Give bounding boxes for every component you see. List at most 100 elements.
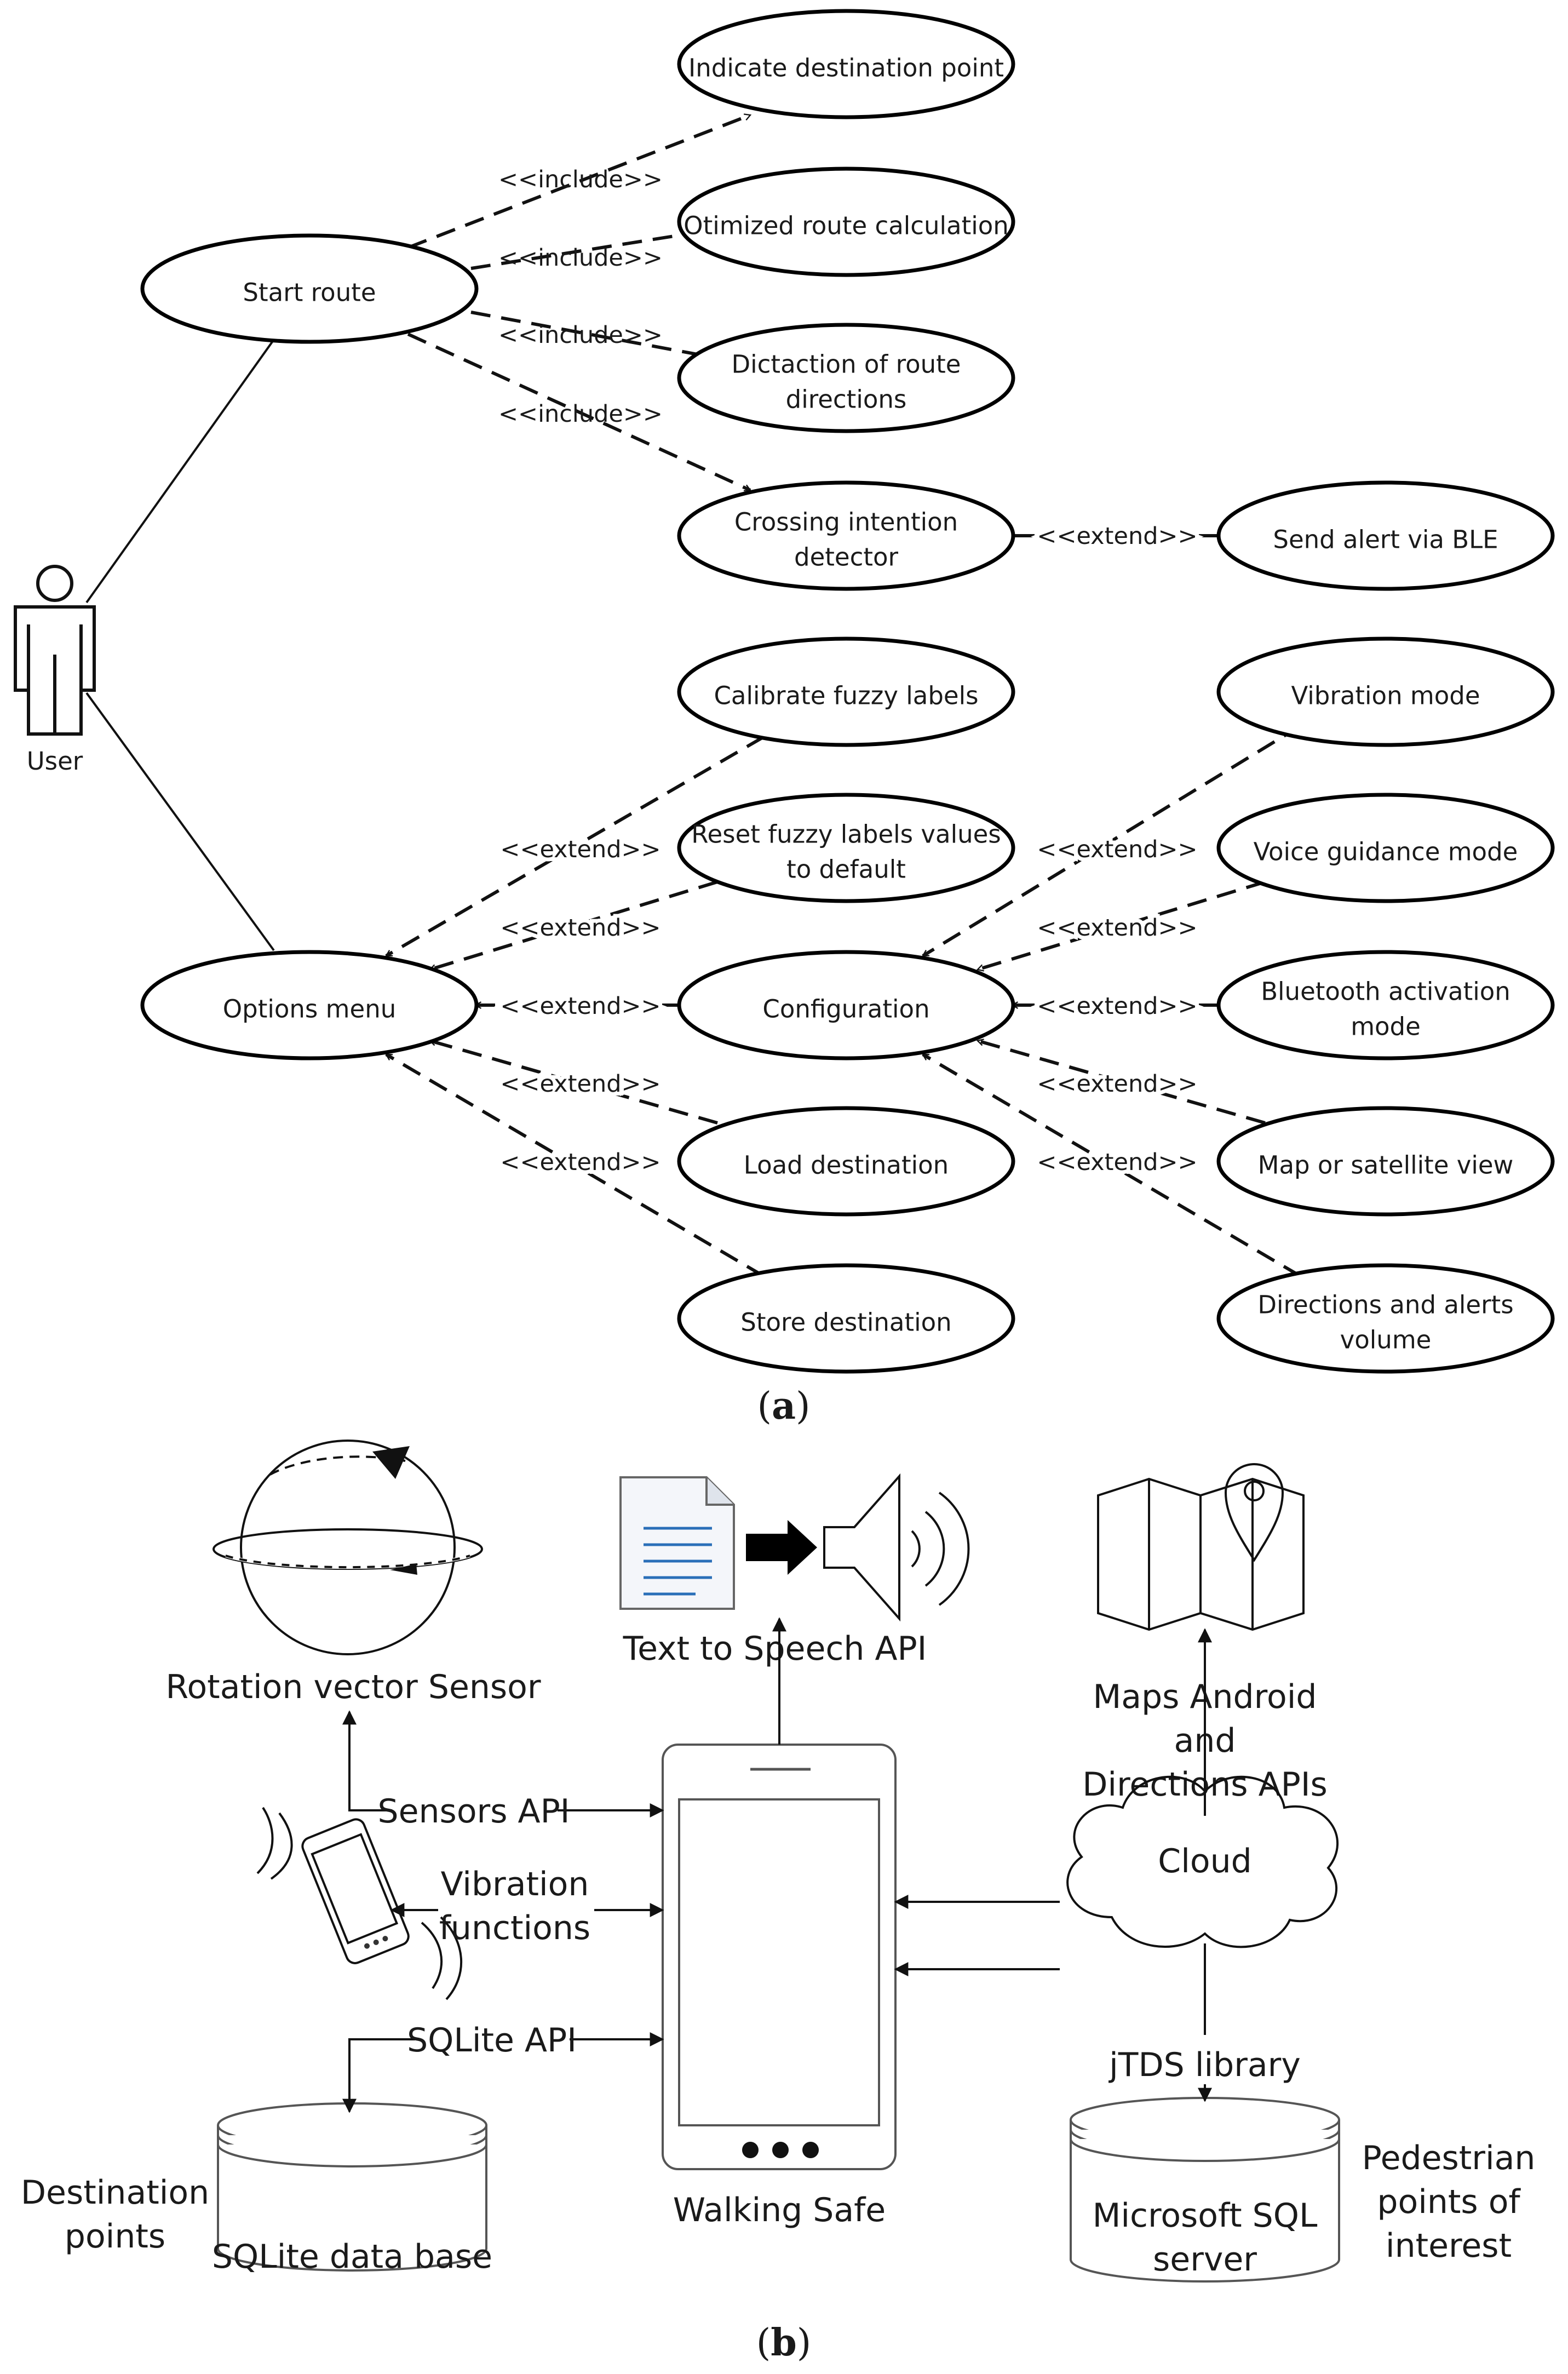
document-icon (619, 1476, 735, 1610)
use-case-voice-guidance: Voice guidance mode (1216, 793, 1555, 903)
text-line: Options menu (223, 994, 397, 1023)
use-case-start-route: Start route (140, 233, 479, 344)
extend-line-load (430, 1041, 718, 1125)
text-line: mode (1351, 1012, 1421, 1041)
include-line-crossing (407, 332, 750, 492)
architecture-diagram: Rotation vector Sensor Text to Speech AP… (21, 1440, 1536, 2365)
association-line-options-menu (85, 692, 275, 951)
use-case-diagram: User <<include>> <<include>> <<include>>… (14, 9, 1555, 1428)
text-line: Reset fuzzy labels values (691, 819, 1001, 848)
text-line: points of (1377, 2183, 1521, 2221)
association-line-start-route (85, 339, 275, 604)
extend-line-voice (978, 880, 1266, 970)
extend-line-calibrate (386, 735, 765, 957)
svg-text:Vibration mode: Vibration mode (1291, 681, 1480, 710)
text-line: Bluetooth activation (1261, 977, 1510, 1006)
walking-safe-label: Walking Safe (673, 2191, 886, 2229)
use-case-store-destination: Store destination (677, 1263, 1015, 1374)
use-case-indicate-destination: Indicate destination point (677, 9, 1015, 119)
actor-label: User (27, 747, 83, 776)
extend-line-volume (923, 1053, 1302, 1278)
text-line: Store destination (740, 1308, 951, 1337)
text-line: Destination (21, 2174, 209, 2212)
extend-line-store (386, 1053, 765, 1278)
text-line: Dictaction of route (732, 349, 961, 379)
arrow-icon (746, 1520, 817, 1575)
text-line: Directions and alerts (1257, 1290, 1513, 1319)
vibrating-phone-icon (256, 1807, 463, 2000)
sphere-rotation-icon (212, 1440, 483, 1655)
text-line: volume (1340, 1325, 1432, 1354)
use-case-map-view: Map or satellite view (1216, 1106, 1555, 1217)
include-line-dictation (470, 311, 707, 356)
text-line: Pedestrian (1362, 2139, 1536, 2177)
text-line: Map or satellite view (1258, 1150, 1514, 1179)
sqlite-api-label: SQLite API (407, 2021, 577, 2060)
rotation-sensor-label: Rotation vector Sensor (165, 1668, 541, 1706)
database-icon (217, 2102, 487, 2272)
text-line: interest (1386, 2227, 1512, 2265)
extend-label: <<extend>> (500, 1070, 660, 1098)
text-line: Calibrate fuzzy labels (714, 681, 978, 710)
svg-text:Configuration: Configuration (762, 994, 929, 1023)
extend-line-reset (430, 880, 718, 970)
text-line: Crossing intention (734, 507, 958, 536)
svg-text:Indicate destination point: Indicate destination point (688, 53, 1004, 82)
svg-text:Options menu: Options menu (223, 994, 397, 1023)
use-case-load-destination: Load destination (677, 1106, 1015, 1217)
map-pin-icon (1097, 1463, 1305, 1631)
use-case-options-menu: Options menu (140, 950, 479, 1060)
extend-line-vibration (923, 724, 1302, 957)
speaker-icon (823, 1473, 970, 1622)
text-line: server (1153, 2240, 1257, 2279)
use-case-vibration-mode: Vibration mode (1216, 636, 1555, 747)
text-line: Vibration (441, 1865, 589, 1903)
svg-text:Send alert via BLE: Send alert via BLE (1273, 525, 1498, 554)
extend-label: <<extend>> (1037, 1070, 1197, 1098)
include-label: <<include>> (498, 322, 663, 349)
use-case-calibrate: Calibrate fuzzy labels (677, 636, 1015, 747)
svg-text:Map or satellite view: Map or satellite view (1258, 1150, 1514, 1179)
extend-label: <<extend>> (1037, 914, 1197, 942)
svg-text:Calibrate fuzzy labels: Calibrate fuzzy labels (714, 681, 978, 710)
extend-label: <<extend>> (1037, 523, 1197, 550)
extend-label: <<extend>> (500, 1149, 660, 1176)
pedestrian-poi-label: Pedestrian points of interest (1362, 2139, 1536, 2265)
text-line: Vibration mode (1291, 681, 1480, 710)
user-actor-icon (14, 565, 96, 736)
smartphone-icon (662, 1744, 897, 2170)
text-line: Indicate destination point (688, 53, 1004, 82)
include-label: <<include>> (498, 244, 663, 272)
use-case-configuration: Configuration (677, 950, 1015, 1060)
text-line: to default (786, 855, 906, 884)
caption-a: (a) (757, 1384, 810, 1428)
mssql-label: Microsoft SQL server (1093, 2197, 1318, 2279)
text-line: Send alert via BLE (1273, 525, 1498, 554)
text-line: Microsoft SQL (1093, 2197, 1318, 2235)
use-case-volume: Directions and alerts volume (1216, 1263, 1555, 1374)
text-line: detector (794, 542, 898, 571)
svg-text:Voice guidance mode: Voice guidance mode (1254, 837, 1518, 866)
text-line: directions (786, 385, 907, 414)
sensors-connector-up (342, 1710, 392, 1811)
extend-label: <<extend>> (1037, 836, 1197, 863)
jtds-label: jTDS library (1108, 2046, 1301, 2084)
use-case-dictation: Dictaction of route directions (677, 323, 1015, 433)
svg-text:Store destination: Store destination (740, 1308, 951, 1337)
extend-label: <<extend>> (500, 836, 660, 863)
caption-b: (b) (756, 2321, 812, 2365)
database-icon (1070, 2097, 1340, 2283)
text-line: Otimized route calculation (684, 211, 1009, 240)
cloud-icon (1066, 1775, 1339, 1948)
text-line: Configuration (762, 994, 929, 1023)
extend-label: <<extend>> (500, 993, 660, 1020)
use-case-crossing-detector: Crossing intention detector (677, 480, 1015, 591)
